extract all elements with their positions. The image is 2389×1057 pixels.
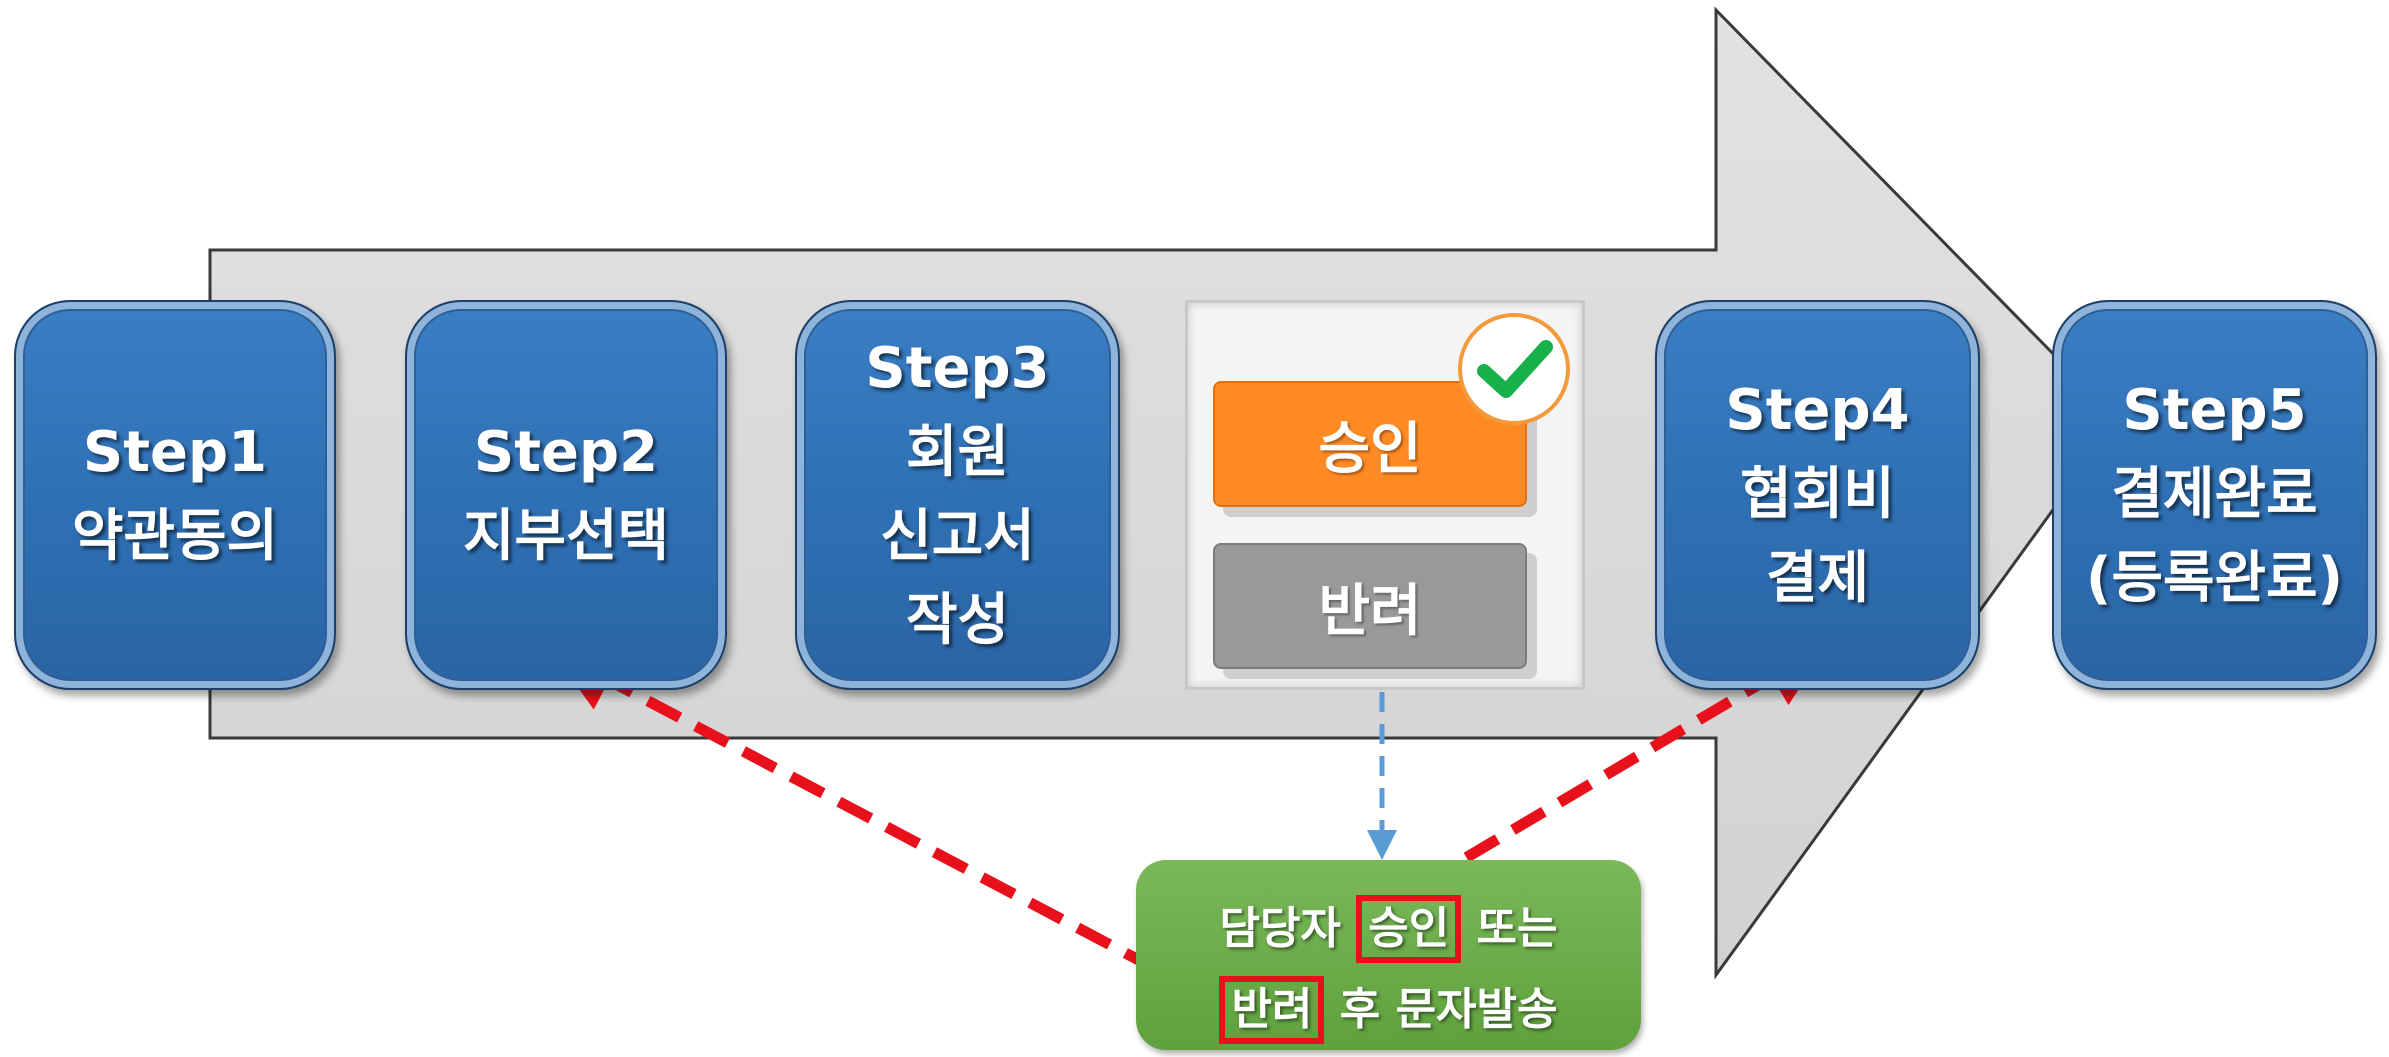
sms-notice-box: 담당자 승인 또는 반려 후 문자발송 [1136, 860, 1641, 1050]
notice-line-2: 반려 후 문자발송 [1136, 973, 1641, 1044]
notice-reject-highlight: 반려 [1219, 976, 1325, 1044]
step2-box: Step2 지부선택 [405, 300, 727, 690]
notice-line-1: 담당자 승인 또는 [1136, 892, 1641, 963]
step4-title: Step4 [1725, 378, 1910, 443]
review-panel: 승인 반려 [1185, 300, 1585, 690]
big-arrow-shape [208, 6, 2120, 980]
dashed-arrow-to-step4 [1417, 643, 1829, 890]
step5-label-line2: (등록완료) [2085, 546, 2344, 611]
dashed-arrow-to-step2 [550, 649, 1208, 1000]
step1-title: Step1 [82, 420, 268, 485]
step4-label-line1: 협회비 [1740, 462, 1895, 527]
step5-box: Step5 결제완료 (등록완료) [2052, 300, 2377, 690]
notice-approve-highlight: 승인 [1356, 895, 1462, 963]
step5-title: Step5 [2122, 378, 2307, 443]
step3-title: Step3 [865, 336, 1050, 401]
step2-label: 지부선택 [462, 504, 670, 569]
notice-sms-text: 후 문자발송 [1339, 984, 1558, 1035]
step5-label-line1: 결제완료 [2111, 462, 2318, 527]
step3-label-line2: 신고서 [880, 504, 1035, 569]
step3-label-line1: 회원 [905, 420, 1010, 485]
approve-label: 승인 [1318, 416, 1422, 482]
step2-title: Step2 [473, 420, 659, 485]
notice-officer-text: 담당자 [1219, 903, 1341, 954]
reject-label: 반려 [1318, 578, 1422, 644]
step4-label-line2: 결제 [1765, 546, 1870, 611]
step4-box: Step4 협회비 결제 [1655, 300, 1980, 690]
notice-or-text: 또는 [1476, 903, 1558, 954]
reject-button[interactable]: 반려 [1213, 543, 1527, 669]
step1-label: 약관동의 [71, 504, 279, 569]
step3-label-line3: 작성 [905, 588, 1010, 653]
step1-box: Step1 약관동의 [14, 300, 336, 690]
checkmark-icon [1458, 313, 1570, 425]
step3-box: Step3 회원 신고서 작성 [795, 300, 1120, 690]
